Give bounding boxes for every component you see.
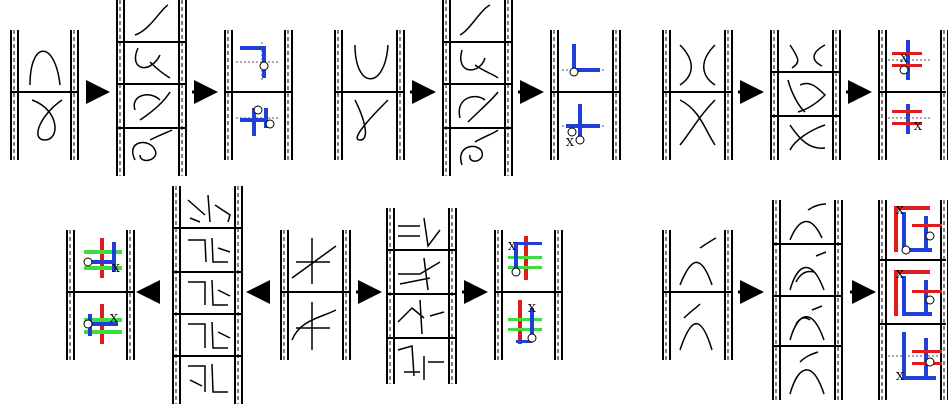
frame-5a bbox=[386, 208, 457, 384]
svg-text:X: X bbox=[112, 262, 120, 275]
panel-group-2: X bbox=[334, 0, 621, 176]
svg-text:X: X bbox=[896, 268, 904, 281]
panel-group-6: X X X bbox=[662, 200, 948, 400]
frame-3b bbox=[770, 30, 841, 160]
svg-text:X: X bbox=[508, 240, 516, 253]
panel-group-4: X X bbox=[66, 186, 351, 404]
frame-3a bbox=[662, 30, 733, 160]
frame-6a bbox=[662, 230, 733, 360]
panel-group-5: X X bbox=[356, 208, 563, 384]
frame-2a bbox=[334, 30, 405, 160]
svg-text:X: X bbox=[566, 136, 574, 149]
frame-3c: X X bbox=[878, 30, 948, 160]
frame-1c bbox=[224, 30, 293, 160]
frame-6b bbox=[772, 200, 843, 400]
frame-4b bbox=[172, 186, 243, 404]
svg-text:X: X bbox=[914, 120, 922, 133]
frame-2b bbox=[442, 0, 513, 176]
panel-group-3: X X bbox=[662, 30, 948, 160]
frame-2c: X bbox=[550, 30, 621, 160]
frame-5b: X X bbox=[494, 230, 563, 360]
frame-4a: X X bbox=[66, 230, 135, 360]
frame-1a bbox=[10, 30, 79, 160]
svg-text:X: X bbox=[900, 52, 908, 65]
svg-text:X: X bbox=[110, 312, 118, 325]
svg-text:X: X bbox=[528, 302, 536, 315]
panel-group-1 bbox=[10, 0, 293, 176]
frame-4c bbox=[280, 230, 351, 360]
frame-6c: X X X bbox=[878, 200, 948, 400]
svg-text:X: X bbox=[896, 204, 904, 217]
frame-1b bbox=[116, 0, 187, 176]
svg-text:X: X bbox=[896, 370, 904, 383]
